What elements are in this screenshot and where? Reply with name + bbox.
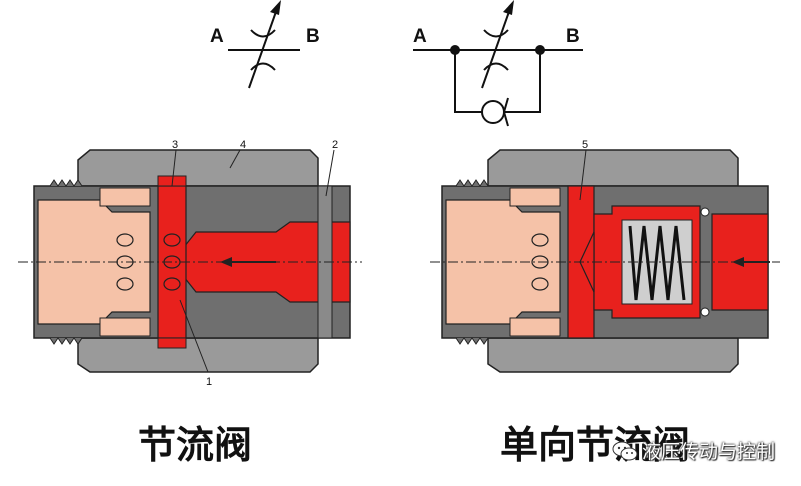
outlet-seal-bottom — [99, 317, 151, 337]
symbol-check-seat — [502, 97, 509, 127]
part-label-3: 3 — [172, 139, 178, 151]
part-label-5: 5 — [582, 139, 588, 151]
symbol-adjust-arrow — [481, 5, 512, 89]
outlet-hole — [116, 277, 134, 291]
outlet-seal-bottom — [509, 317, 561, 337]
part-label-1: 1 — [206, 376, 212, 388]
port-a-label: A — [413, 26, 427, 47]
throttle-valve-section: 3 4 2 1 — [18, 139, 362, 388]
orifice-hole — [163, 233, 181, 247]
symbol-arrowhead — [270, 0, 281, 15]
throttle-valve-title: 节流阀 — [138, 422, 253, 467]
leader-2 — [325, 149, 335, 197]
symbol-adjust-arrow — [248, 5, 279, 89]
symbol-check-ball — [481, 100, 505, 124]
symbol-restriction-bottom — [250, 62, 276, 71]
outer-sleeve-bottom — [77, 337, 319, 373]
leader-5 — [579, 149, 587, 201]
outlet-seal-top — [99, 187, 151, 207]
watermark-text: 液压传动与控制 — [642, 441, 776, 463]
watermark: 液压传动与控制 — [612, 437, 775, 464]
o-ring — [700, 307, 710, 317]
outer-sleeve-top — [77, 149, 319, 187]
throttle-sleeve-bottom-cap — [157, 337, 187, 349]
symbol-arrowhead — [503, 0, 514, 15]
outlet-hole — [531, 233, 549, 247]
leader-4 — [229, 149, 241, 169]
outer-sleeve-top — [487, 149, 739, 187]
part-label-4: 4 — [240, 139, 246, 151]
port-b-label: B — [306, 26, 320, 47]
outlet-hole — [116, 233, 134, 247]
leader-3 — [171, 149, 177, 187]
flow-arrow-head — [220, 257, 232, 267]
orifice-hole — [163, 277, 181, 291]
thread-bottom — [455, 337, 489, 345]
port-a-label: A — [210, 26, 224, 47]
thread-bottom — [49, 337, 83, 345]
leader-1 — [179, 299, 209, 373]
thread-top — [455, 179, 489, 187]
symbol-restriction-top — [250, 29, 276, 38]
spring — [628, 225, 686, 301]
symbol-restriction-top — [483, 29, 509, 38]
one-way-throttle-valve-title: 单向节流阀 — [500, 422, 691, 467]
one-way-throttle-valve-symbol: A B — [413, 0, 583, 127]
throttle-valve-symbol: A B — [210, 0, 320, 89]
o-ring — [700, 207, 710, 217]
outlet-hole — [531, 277, 549, 291]
wechat-icon — [612, 441, 638, 460]
outer-sleeve-bottom — [487, 337, 739, 373]
outlet-seal-top — [509, 187, 561, 207]
part-label-2: 2 — [332, 139, 338, 151]
one-way-throttle-valve-section: 5 — [430, 139, 780, 373]
thread-top — [49, 179, 83, 187]
port-b-label: B — [566, 26, 580, 47]
symbol-restriction-bottom — [483, 62, 509, 71]
flow-arrow-head — [732, 257, 744, 267]
